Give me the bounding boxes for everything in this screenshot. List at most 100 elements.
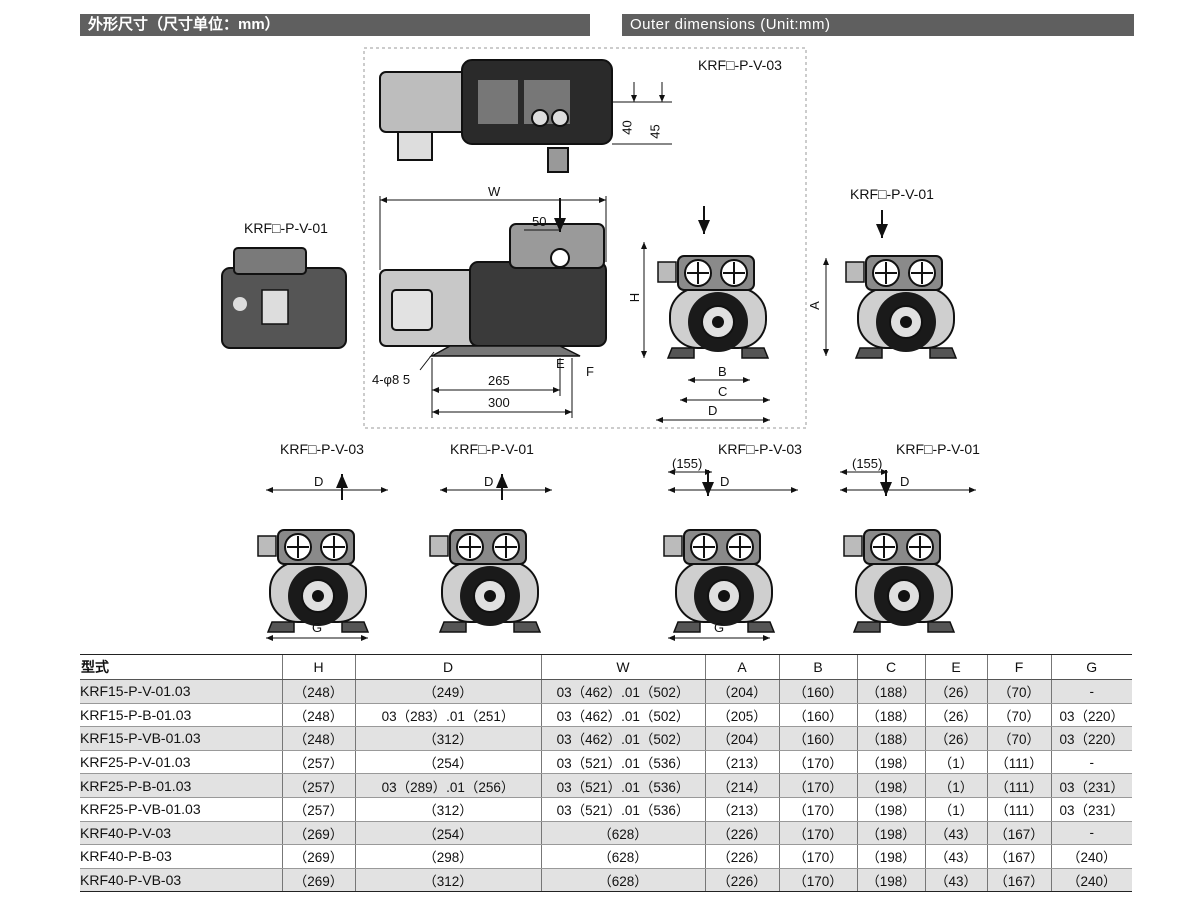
dim-offset-bottom-3: (155) [672, 456, 703, 471]
dimension-cell: （170） [778, 868, 857, 893]
label-model-bottom-4: KRF□-P-V-01 [896, 441, 980, 457]
dimension-cell: （111） [986, 750, 1051, 775]
dimension-cell: （70） [986, 726, 1051, 751]
label-model-top: KRF□-P-V-03 [698, 57, 782, 73]
dimension-cell: 03（231） [1050, 797, 1132, 822]
dimension-cell: （70） [986, 679, 1051, 704]
pump-bottom-view-1 [257, 474, 388, 641]
dimension-cell: （167） [986, 868, 1051, 893]
dim-d: D [708, 403, 718, 418]
model-cell: KRF25-P-VB-01.03 [80, 797, 282, 822]
dimension-cell: 03（220） [1050, 703, 1132, 728]
dimension-cell: （628） [540, 821, 705, 846]
table-row: KRF15-P-B-01.03（248）03（283）.01（251）03（46… [80, 703, 1132, 728]
dimension-cell: （160） [778, 726, 857, 751]
dim-d-bottom-4: D [900, 474, 910, 489]
dimension-cell: （249） [354, 679, 541, 704]
dimension-cell: （198） [856, 773, 925, 798]
dimension-cell: 03（521）.01（536） [540, 773, 705, 798]
column-header: H [281, 654, 355, 680]
dimension-cell: （240） [1050, 868, 1132, 893]
dimension-cell: - [1050, 750, 1132, 775]
dimension-cell: （188） [856, 679, 925, 704]
pump-left-motor-view [221, 247, 347, 349]
dimension-cell: （26） [924, 703, 987, 728]
model-cell: KRF40-P-V-03 [80, 821, 282, 846]
dimension-cell: （226） [704, 868, 779, 893]
dimension-cell: （248） [281, 726, 355, 751]
dimension-cell: （167） [986, 821, 1051, 846]
table-row: KRF15-P-VB-01.03（248）（312）03（462）.01（502… [80, 726, 1132, 751]
dimension-cell: （226） [704, 844, 779, 869]
dimension-cell: （269） [281, 844, 355, 869]
dimension-cell: （188） [856, 703, 925, 728]
table-row: KRF25-P-B-01.03（257）03（289）.01（256）03（52… [80, 773, 1132, 798]
dimension-cell: （111） [986, 797, 1051, 822]
label-model-bottom-2: KRF□-P-V-01 [450, 441, 534, 457]
table-row: KRF40-P-B-03（269）（298）（628）（226）（170）（19… [80, 844, 1132, 869]
dimension-cell: （248） [281, 679, 355, 704]
dimension-cell: （213） [704, 750, 779, 775]
label-model-right: KRF□-P-V-01 [850, 186, 934, 202]
pump-dimension-drawings [221, 47, 976, 641]
table-row: KRF40-P-VB-03（269）（312）（628）（226）（170）（1… [80, 868, 1132, 893]
dimension-cell: （269） [281, 868, 355, 893]
dimension-cell: （170） [778, 797, 857, 822]
model-cell: KRF40-P-VB-03 [80, 868, 282, 893]
dimension-cell: （26） [924, 726, 987, 751]
dimension-cell: （214） [704, 773, 779, 798]
dimension-cell: - [1050, 679, 1132, 704]
dimension-cell: 03（521）.01（536） [540, 750, 705, 775]
dim-40: 40 [619, 120, 635, 135]
dimension-cell: （298） [354, 844, 541, 869]
table-row: KRF15-P-V-01.03（248）（249）03（462）.01（502）… [80, 679, 1132, 704]
dim-g-bottom-1: G [312, 620, 323, 635]
column-header: A [704, 654, 779, 680]
dim-b: B [718, 364, 727, 379]
dim-d-bottom-1: D [314, 474, 324, 489]
column-header: E [924, 654, 987, 680]
dimension-cell: （111） [986, 773, 1051, 798]
dimension-cell: （1） [924, 750, 987, 775]
model-cell: KRF40-P-B-03 [80, 844, 282, 869]
dim-300: 300 [488, 395, 510, 410]
dimension-cell: （257） [281, 797, 355, 822]
dimension-cell: （205） [704, 703, 779, 728]
dimension-cell: （167） [986, 844, 1051, 869]
table-row: KRF40-P-V-03（269）（254）（628）（226）（170）（19… [80, 821, 1132, 846]
dimension-cell: （257） [281, 773, 355, 798]
dimension-cell: （226） [704, 821, 779, 846]
pump-front-view-a [823, 210, 957, 359]
dimension-cell: （312） [354, 797, 541, 822]
dim-50: 50 [532, 214, 547, 229]
dim-e: E [556, 356, 565, 371]
dimension-cell: （269） [281, 821, 355, 846]
dim-d-bottom-3: D [720, 474, 730, 489]
column-header: W [540, 654, 705, 680]
dimension-cell: （160） [778, 703, 857, 728]
dim-g-bottom-3: G [714, 620, 725, 635]
dimension-cell: （43） [924, 844, 987, 869]
pump-bottom-view-2 [429, 474, 552, 633]
pump-bottom-view-4 [840, 469, 976, 633]
label-model-left: KRF□-P-V-01 [244, 220, 328, 236]
dim-a: A [806, 301, 822, 310]
dimension-cell: （160） [778, 679, 857, 704]
dimension-cell: （170） [778, 844, 857, 869]
dimension-cell: （170） [778, 750, 857, 775]
section-title-chinese: 外形尺寸（尺寸单位：mm） [80, 14, 590, 36]
dimension-cell: （204） [704, 726, 779, 751]
dimension-cell: （198） [856, 750, 925, 775]
dimension-cell: （170） [778, 821, 857, 846]
dimension-cell: （198） [856, 797, 925, 822]
dimension-cell: （198） [856, 844, 925, 869]
dimension-cell: （204） [704, 679, 779, 704]
dimension-cell: （628） [540, 868, 705, 893]
dimension-cell: （43） [924, 868, 987, 893]
table-body: KRF15-P-V-01.03（248）（249）03（462）.01（502）… [80, 679, 1132, 893]
dim-w: W [488, 184, 501, 199]
pump-bottom-view-3 [663, 469, 798, 641]
dim-c: C [718, 384, 728, 399]
